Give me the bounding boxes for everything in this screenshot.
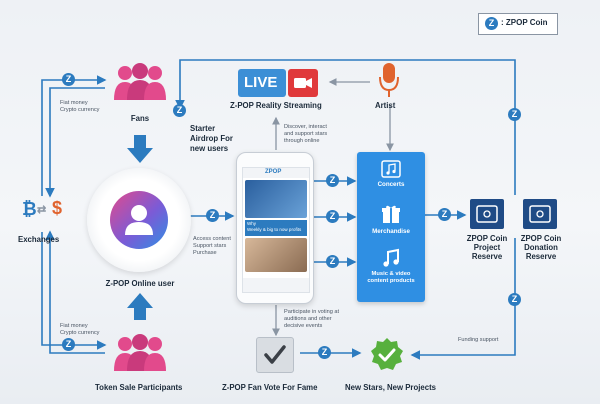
fiat-bottom-2: Crypto currency bbox=[60, 330, 100, 336]
coin-badge: Z bbox=[326, 174, 339, 187]
line-exchanges-fans bbox=[41, 75, 107, 196]
loop-line-top bbox=[175, 59, 516, 195]
vote-checkbox-icon bbox=[256, 337, 294, 373]
record-camera-icon bbox=[288, 69, 318, 97]
people-icon bbox=[114, 63, 166, 100]
phone-thumbnail bbox=[245, 238, 307, 272]
legend-box: Z : ZPOP Coin bbox=[478, 13, 558, 35]
project-reserve-label: ZPOP Coin Project Reserve bbox=[466, 234, 508, 261]
phone-header: ZPOP bbox=[243, 168, 309, 178]
streaming-label: Z-POP Reality Streaming bbox=[230, 101, 322, 110]
coin-badge: Z bbox=[508, 293, 521, 306]
line-reserve-newstars bbox=[410, 238, 516, 360]
token-sale-label: Token Sale Participants bbox=[95, 383, 183, 392]
coin-badge: Z bbox=[326, 255, 339, 268]
panel-item-music: Music & video content products bbox=[367, 271, 415, 284]
discover-1: Discover, interact bbox=[284, 124, 327, 130]
funding-support-label: Funding support bbox=[458, 337, 499, 343]
coin-badge: Z bbox=[62, 73, 75, 86]
phone-screen: ZPOP Why Weekly & big to now profits bbox=[242, 167, 310, 293]
panel-item-merchandise: Merchandise bbox=[372, 228, 410, 235]
exchange-arrows-icon: ⇄ bbox=[37, 204, 47, 216]
access-1: Access content bbox=[193, 236, 231, 242]
bitcoin-icon: ₿ bbox=[22, 199, 37, 219]
arrow-token-user bbox=[127, 293, 153, 320]
line-exchanges-token bbox=[41, 232, 107, 350]
online-user-label: Z-POP Online user bbox=[105, 279, 175, 288]
new-stars-label: New Stars, New Projects bbox=[345, 383, 437, 392]
people-icon bbox=[114, 334, 166, 371]
donation-reserve-label: ZPOP Coin Donation Reserve bbox=[520, 234, 562, 261]
participate-3: decisive events bbox=[284, 323, 323, 329]
online-user-node bbox=[87, 168, 191, 272]
donation-reserve-icon bbox=[523, 199, 557, 229]
gift-icon bbox=[381, 204, 401, 224]
starter-airdrop-label: Starter Airdrop For new users bbox=[190, 124, 233, 153]
access-2: Support stars bbox=[193, 243, 227, 249]
token-sale-node bbox=[108, 333, 172, 377]
access-3: Purchase bbox=[193, 250, 217, 256]
legend-label: : ZPOP Coin bbox=[501, 18, 548, 27]
music-notes-icon bbox=[381, 248, 401, 268]
coin-badge: Z bbox=[318, 346, 331, 359]
microphone-icon bbox=[377, 62, 401, 100]
live-badge: LIVE bbox=[238, 69, 286, 97]
participate-1: Participate in voting at bbox=[284, 309, 340, 315]
phone-app-name: ZPOP bbox=[265, 169, 282, 175]
products-panel: Concerts Merchandise Music & video conte… bbox=[357, 152, 425, 302]
phone-mockup: ZPOP Why Weekly & big to now profits bbox=[236, 152, 314, 304]
project-reserve-icon bbox=[470, 199, 504, 229]
exchanges-label: Exchanges bbox=[18, 235, 60, 244]
line-fans-exchanges bbox=[45, 87, 105, 198]
arrow-fans-user bbox=[127, 135, 153, 163]
line-token-exchanges bbox=[45, 230, 105, 354]
artist-label: Artist bbox=[375, 101, 396, 110]
phone-tabbar bbox=[243, 278, 309, 292]
panel-item-concerts: Concerts bbox=[377, 181, 405, 188]
coin-badge: Z bbox=[326, 210, 339, 223]
live-badge-text: LIVE bbox=[244, 74, 278, 91]
exchanges-node: ₿ ⇄ $ bbox=[20, 198, 80, 221]
dollar-icon: $ bbox=[52, 198, 63, 218]
coin-badge: Z bbox=[62, 338, 75, 351]
fan-vote-label: Z-POP Fan Vote For Fame bbox=[222, 383, 318, 392]
fans-label: Fans bbox=[130, 114, 150, 123]
zpop-coin-icon: Z bbox=[485, 17, 498, 30]
fiat-top-1: Fiat money bbox=[60, 100, 88, 106]
phone-video-card bbox=[245, 180, 307, 218]
fans-node bbox=[108, 62, 172, 112]
verified-badge-icon bbox=[368, 336, 406, 374]
coin-badge: Z bbox=[173, 104, 186, 117]
discover-2: and support stars bbox=[284, 131, 328, 137]
coin-badge: Z bbox=[438, 208, 451, 221]
fiat-top-2: Crypto currency bbox=[60, 107, 100, 113]
user-avatar-icon bbox=[110, 191, 168, 249]
phone-card-title-2: Weekly & big to now profits bbox=[247, 227, 302, 232]
phone-card-title: Why Weekly & big to now profits bbox=[245, 220, 307, 236]
fiat-bottom-1: Fiat money bbox=[60, 323, 88, 329]
phone-card-title-1: Why bbox=[247, 221, 256, 226]
participate-2: auditions and other bbox=[284, 316, 332, 322]
discover-3: through online bbox=[284, 138, 320, 144]
coin-badge: Z bbox=[508, 108, 521, 121]
music-note-icon bbox=[381, 160, 401, 178]
coin-badge: Z bbox=[206, 209, 219, 222]
